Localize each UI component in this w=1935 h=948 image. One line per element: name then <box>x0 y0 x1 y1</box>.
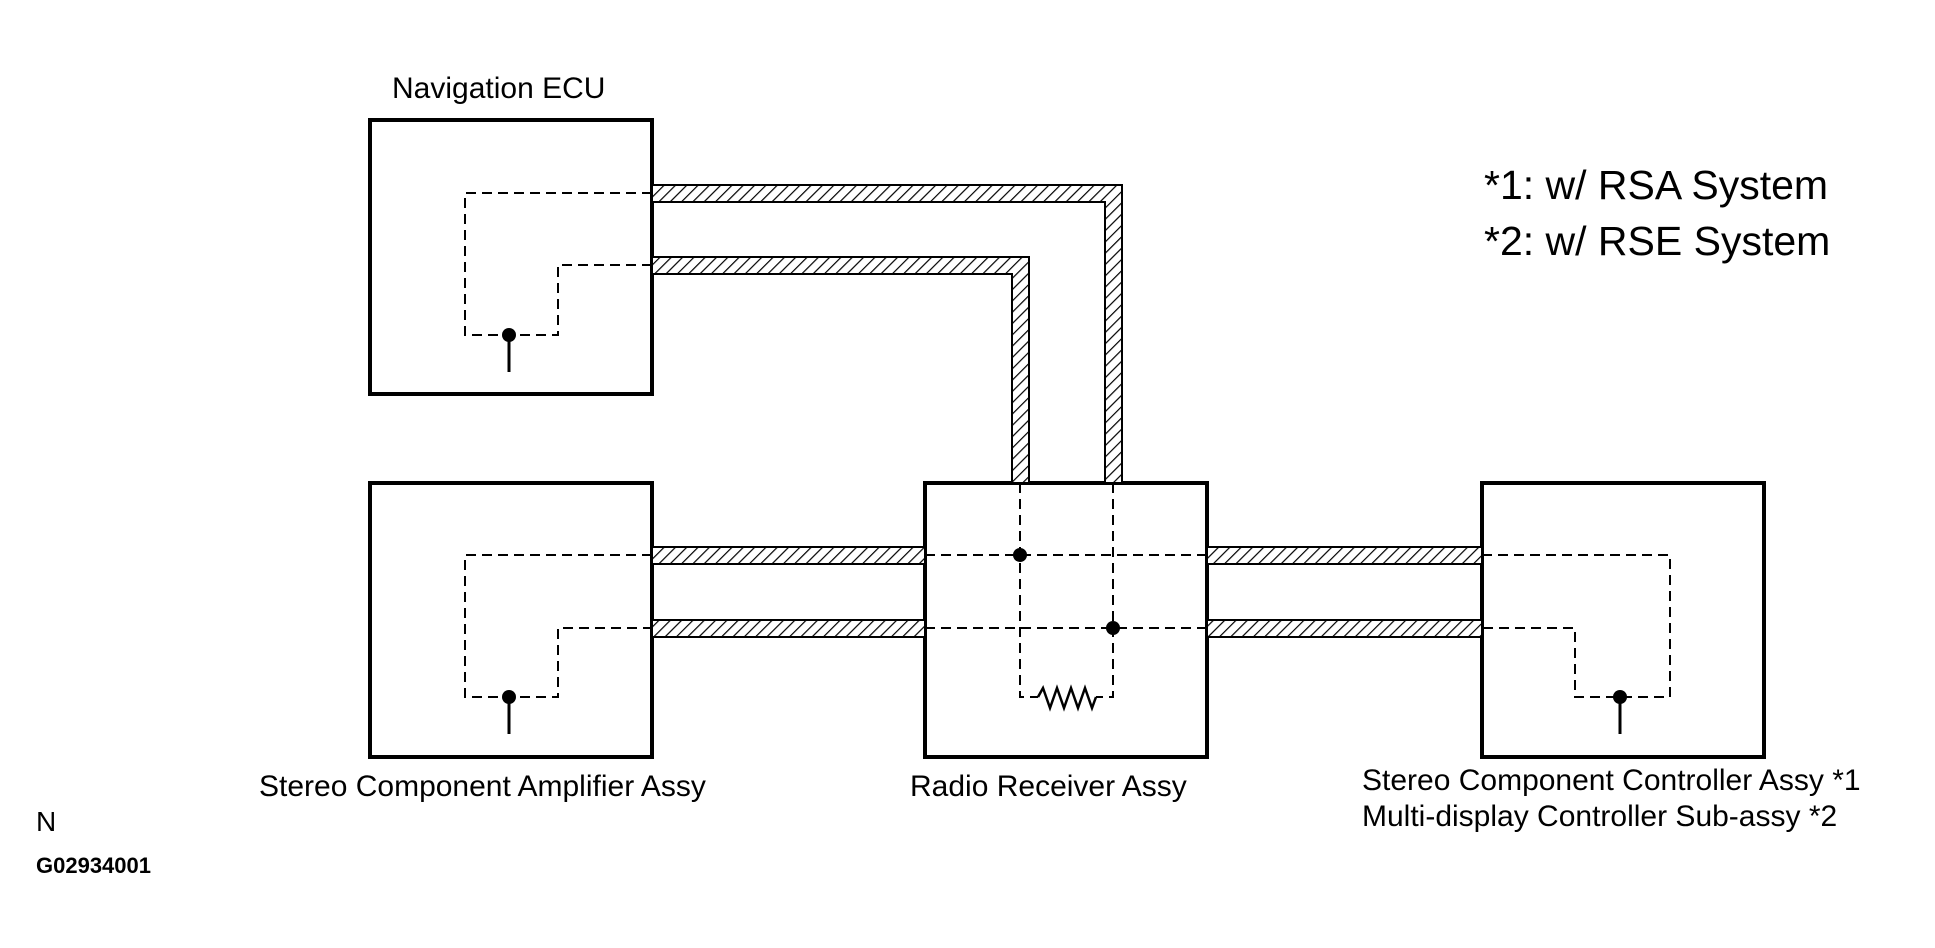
controller-box <box>1480 481 1766 759</box>
orientation-mark: N <box>36 806 57 837</box>
legend-note-2: *2: w/ RSE System <box>1484 218 1831 264</box>
navigation-ecu-label: Navigation ECU <box>392 72 606 105</box>
resistor-symbol <box>1036 684 1098 712</box>
shielded-cable-ctrl-lower <box>1206 619 1483 638</box>
controller-label-line1: Stereo Component Controller Assy *1 <box>1362 764 1861 797</box>
junction-dots <box>502 328 1627 704</box>
radio-receiver-box <box>923 481 1209 759</box>
amplifier-box <box>368 481 654 759</box>
ground-leads <box>507 335 1622 734</box>
figure-code: G02934001 <box>36 853 151 878</box>
shielded-cable-amp-upper <box>651 546 926 565</box>
shielded-cable-lower-nav <box>651 256 1030 484</box>
shielded-cable-amp-lower <box>651 619 926 638</box>
radio-receiver-label: Radio Receiver Assy <box>910 770 1187 803</box>
legend-note-1: *1: w/ RSA System <box>1484 162 1829 208</box>
shielded-cable-ctrl-upper <box>1206 546 1483 565</box>
amplifier-label: Stereo Component Amplifier Assy <box>259 770 706 803</box>
shielded-cable-upper-nav <box>651 184 1123 484</box>
controller-label-line2: Multi-display Controller Sub-assy *2 <box>1362 800 1838 833</box>
navigation-ecu-box <box>368 118 654 396</box>
signal-wires <box>464 192 1671 698</box>
